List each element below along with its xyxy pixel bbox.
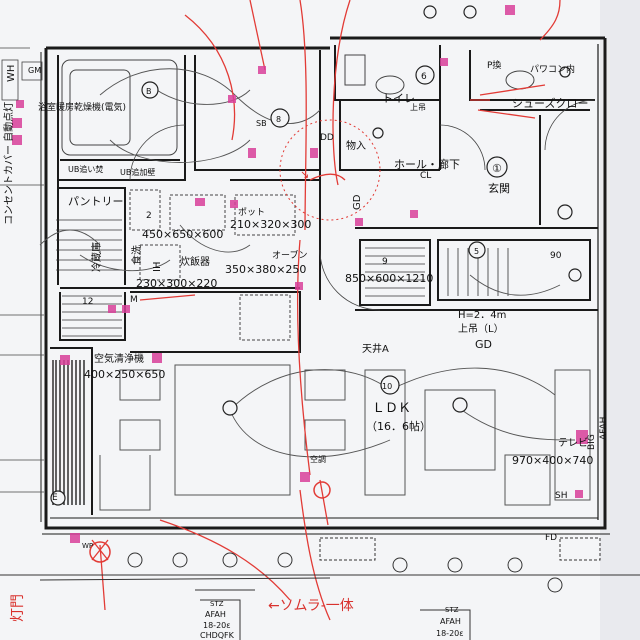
label-air-cleaner: 空気清浄機 [94,352,144,365]
label-hall: ホール・廊下 [394,157,460,171]
label-fd: FD [545,533,557,543]
label-rice-cooker: 炊飯器 [180,255,210,268]
red-text-left: 灯門 [10,594,26,622]
label-n8: 8 [276,115,281,124]
label-ldk-size: （16．6帖） [366,420,431,433]
paper-shade [600,0,640,640]
label-ceiling-h: H=2．4m [458,310,506,321]
label-n6: 6 [421,72,427,82]
label-hood-dims: 450×650×600 [142,228,223,241]
label-upper: 上吊（L） [458,323,504,335]
label-dishwasher: 食洗 [130,245,143,265]
label-dd: DD [320,133,334,143]
label-toilet: トイレ [382,92,415,105]
label-b1: B [146,87,152,96]
light-fixtures [50,5,582,506]
label-pd: P換 [487,59,501,71]
symbol-labels: B 8 6 ① 10 5 12 2 9 90 E CL M WP 空調 上吊 S… [52,72,562,550]
label-side-left: コンセントカバー 自動点灯 [2,102,15,225]
label-air-dims: 400×250×650 [84,368,165,381]
label-ih: IH [152,262,163,272]
label-cl: CL [420,171,431,181]
label-stz-1: STZ [210,600,224,608]
stair-hatching [365,247,509,297]
label-wh: WH [6,65,17,82]
label-ub-switch: UB追い焚 [68,164,103,174]
label-big: BIG [587,434,597,450]
magenta-markers [12,5,588,543]
label-rice-dims: 230×300×220 [136,277,217,290]
label-pot: ポット [238,207,265,218]
label-tv: テレビ [558,437,588,449]
exterior-fixtures [0,537,640,593]
label-n9: 9 [382,257,388,267]
label-pot-dims: 210×320×300 [230,218,311,231]
label-oven-dims: 350×380×250 [225,263,306,276]
label-storage: 物入 [346,139,366,152]
label-fridge: 冷蔵庫 [90,242,103,272]
vertical-labels: コンセントカバー 自動点灯 WH 冷蔵庫 IH 食洗 BIG AFAH GD [2,65,609,450]
label-ub-panel: UB追加壁 [120,167,155,177]
label-afah-side: AFAH [599,417,609,440]
kitchen-items [129,189,296,341]
label-entrance: 玄関 [488,181,510,195]
red-text-bottom: ←ソムラ-一体 [268,598,354,614]
label-afah-range-1: 18-20ε [203,621,231,630]
red-circle-marker [313,481,331,499]
label-gd-left: GD [352,194,363,210]
bathtub [61,59,178,156]
label-upper2: 上吊 [410,103,426,112]
label-pc: パワコン内 [530,63,575,75]
left-margin-lines [0,47,44,493]
label-afah-2: AFAH [440,617,461,626]
label-n5: 5 [474,247,479,256]
red-arc-hall [279,119,381,221]
label-gd: GD [475,338,492,351]
label-tm: M [130,295,138,305]
label-n90: 90 [550,251,562,261]
counter-hatching [56,219,122,337]
label-pantry: パントリー [68,195,124,208]
label-bath-dryer: 浴室暖房乾燥機(電気) [38,101,126,113]
red-text-right: ↘ [300,168,309,181]
wiring-lines [39,68,576,458]
label-n10: 10 [382,382,392,391]
red-circle-outlet [89,541,111,563]
label-stz-2: STZ [445,606,459,614]
label-aircon: 空調 [310,454,326,464]
red-annotations [91,0,561,621]
interior-walls [50,45,598,515]
label-shoes: シューズクロー [512,96,588,110]
bottom-spec-labels: STZ AFAH 18-20ε CHDQFK STZ AFAH 18-20ε [200,600,464,640]
label-n2: 2 [146,211,152,221]
label-oven: オーブン [272,249,307,261]
label-washer-dims: 850×600×1210 [345,272,433,285]
label-gm: GM [28,66,41,75]
label-wp: WP [82,542,93,550]
outer-walls [40,36,610,535]
dining-table [99,364,346,511]
room-labels: GM 浴室暖房乾燥機(電気) UB追い焚 UB追加壁 パントリー 450×650… [28,59,593,543]
toilet-fixture [344,54,535,95]
door-swings [129,99,596,311]
label-ldk: ＬＤＫ [372,401,411,416]
label-n1: ① [492,162,502,175]
label-sh: SH [555,491,567,501]
label-chd: CHDQFK [200,631,235,640]
label-afah-1: AFAH [205,610,226,619]
label-ceiling-a: 天井A [362,342,389,355]
ldk-furniture [364,369,591,506]
wall-ticks [52,360,85,505]
label-tv-dims: 970×400×740 [512,454,593,467]
label-afah-range-2: 18-20ε [436,629,464,638]
label-n12: 12 [82,297,93,307]
label-e: E [52,493,58,503]
bottom-labels-frame [195,589,471,640]
label-sb: SB [256,119,267,128]
red-text-annotations: ←ソムラ-一体 灯門 ↘ [10,168,354,622]
